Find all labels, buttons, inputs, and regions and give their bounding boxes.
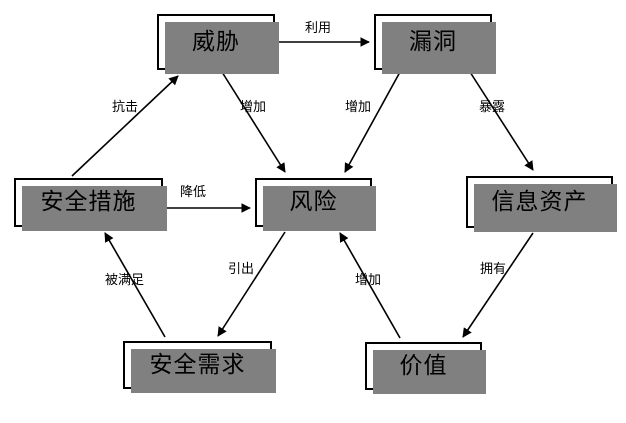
edge-requirement-satisfies-control (104, 232, 166, 338)
edge-label-counters: 抗击 (112, 100, 139, 115)
node-security-control-label: 安全措施 (40, 189, 137, 215)
edge-control-counters-threat (71, 75, 179, 177)
edge-label-exposes: 暴露 (479, 100, 506, 115)
node-value-label: 价值 (399, 352, 448, 379)
node-security-control[interactable]: 安全措施 (14, 178, 167, 231)
node-security-requirement[interactable]: 安全需求 (123, 341, 276, 393)
node-value[interactable]: 价值 (365, 342, 486, 394)
node-vulnerability[interactable]: 漏洞 (374, 14, 496, 74)
edge-asset-has-value (462, 232, 534, 338)
edge-label-threat-increases: 增加 (240, 100, 267, 115)
node-threat-label: 威胁 (192, 28, 240, 55)
node-threat[interactable]: 威胁 (157, 14, 279, 74)
node-information-asset-label: 信息资产 (491, 188, 588, 215)
edge-label-vuln-increases: 增加 (345, 100, 372, 115)
edge-label-owns: 拥有 (480, 262, 507, 277)
edge-vuln-exposes-asset (469, 71, 534, 171)
edge-label-satisfied-by: 被满足 (105, 273, 145, 288)
node-vulnerability-label: 漏洞 (409, 28, 457, 55)
edge-value-increases-risk (339, 232, 401, 339)
node-security-requirement-label: 安全需求 (149, 351, 246, 378)
edge-label-derives: 引出 (228, 262, 255, 277)
node-risk-label: 风险 (289, 189, 338, 215)
edge-label-exploits: 利用 (305, 21, 332, 36)
edge-label-value-increases: 增加 (355, 273, 382, 288)
edge-risk-derives-requirement (217, 231, 286, 337)
node-information-asset[interactable]: 信息资产 (466, 176, 617, 232)
edge-label-reduces: 降低 (180, 185, 207, 200)
edge-vuln-increases-risk (344, 71, 401, 173)
node-risk[interactable]: 风险 (255, 178, 376, 231)
edge-threat-increases-risk (221, 71, 286, 173)
